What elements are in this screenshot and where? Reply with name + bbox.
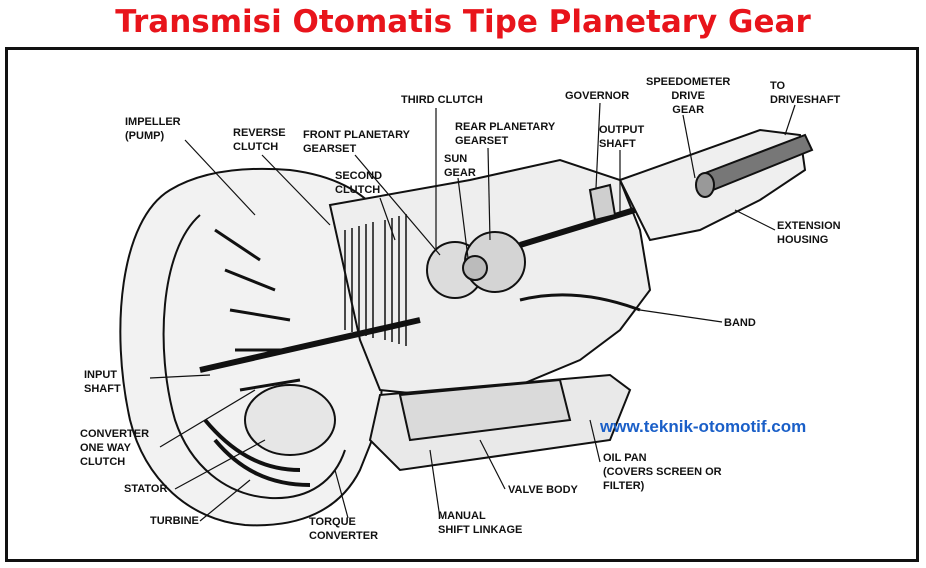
label-torque-converter: TORQUE CONVERTER — [309, 516, 379, 542]
label-front-planetary: FRONT PLANETARY GEARSET — [303, 129, 410, 155]
website-link[interactable]: www.teknik-otomotif.com — [600, 417, 807, 436]
label-extension-housing: EXTENSION HOUSING — [777, 220, 841, 246]
label-governor: GOVERNOR — [565, 90, 630, 102]
impeller-blades — [214, 228, 301, 392]
leader-lines — [149, 102, 796, 522]
label-output-shaft: OUTPUT SHAFT — [599, 124, 645, 150]
valve-body — [398, 378, 572, 442]
label-valve-body: VALVE BODY — [508, 484, 578, 496]
label-input-shaft: INPUT SHAFT — [84, 369, 121, 395]
governor — [588, 183, 617, 222]
label-manual-shift-linkage: MANUAL SHIFT LINKAGE — [438, 510, 523, 536]
diagram-frame — [5, 47, 919, 562]
label-turbine: TURBINE — [150, 515, 199, 527]
label-second-clutch: SECOND CLUTCH — [335, 170, 383, 196]
label-speedometer: SPEEDOMETER DRIVE GEAR — [646, 76, 731, 116]
label-to-driveshaft: TO DRIVESHAFT — [770, 80, 841, 106]
label-impeller: IMPELLER (PUMP) — [125, 116, 181, 142]
label-band: BAND — [724, 317, 756, 329]
band — [519, 293, 641, 312]
input-shaft — [199, 317, 421, 373]
label-converter-one-way-clutch: CONVERTER ONE WAY CLUTCH — [80, 428, 150, 468]
converter-inner-ring — [162, 214, 346, 500]
label-oil-pan: OIL PAN (COVERS SCREEN OR FILTER) — [603, 452, 722, 492]
label-third-clutch: THIRD CLUTCH — [401, 94, 483, 106]
turbine-blades — [203, 418, 311, 487]
stator-ring — [244, 384, 336, 456]
speedometer-gear — [695, 172, 715, 198]
sun-gear — [462, 255, 488, 281]
label-reverse-clutch: REVERSE CLUTCH — [233, 127, 286, 153]
label-stator: STATOR — [124, 483, 168, 495]
page-title: Transmisi Otomatis Tipe Planetary Gear — [115, 4, 811, 40]
label-rear-planetary: REAR PLANETARY GEARSET — [455, 121, 556, 147]
clutch-packs — [344, 214, 407, 346]
label-sun-gear: SUN GEAR — [444, 153, 476, 179]
